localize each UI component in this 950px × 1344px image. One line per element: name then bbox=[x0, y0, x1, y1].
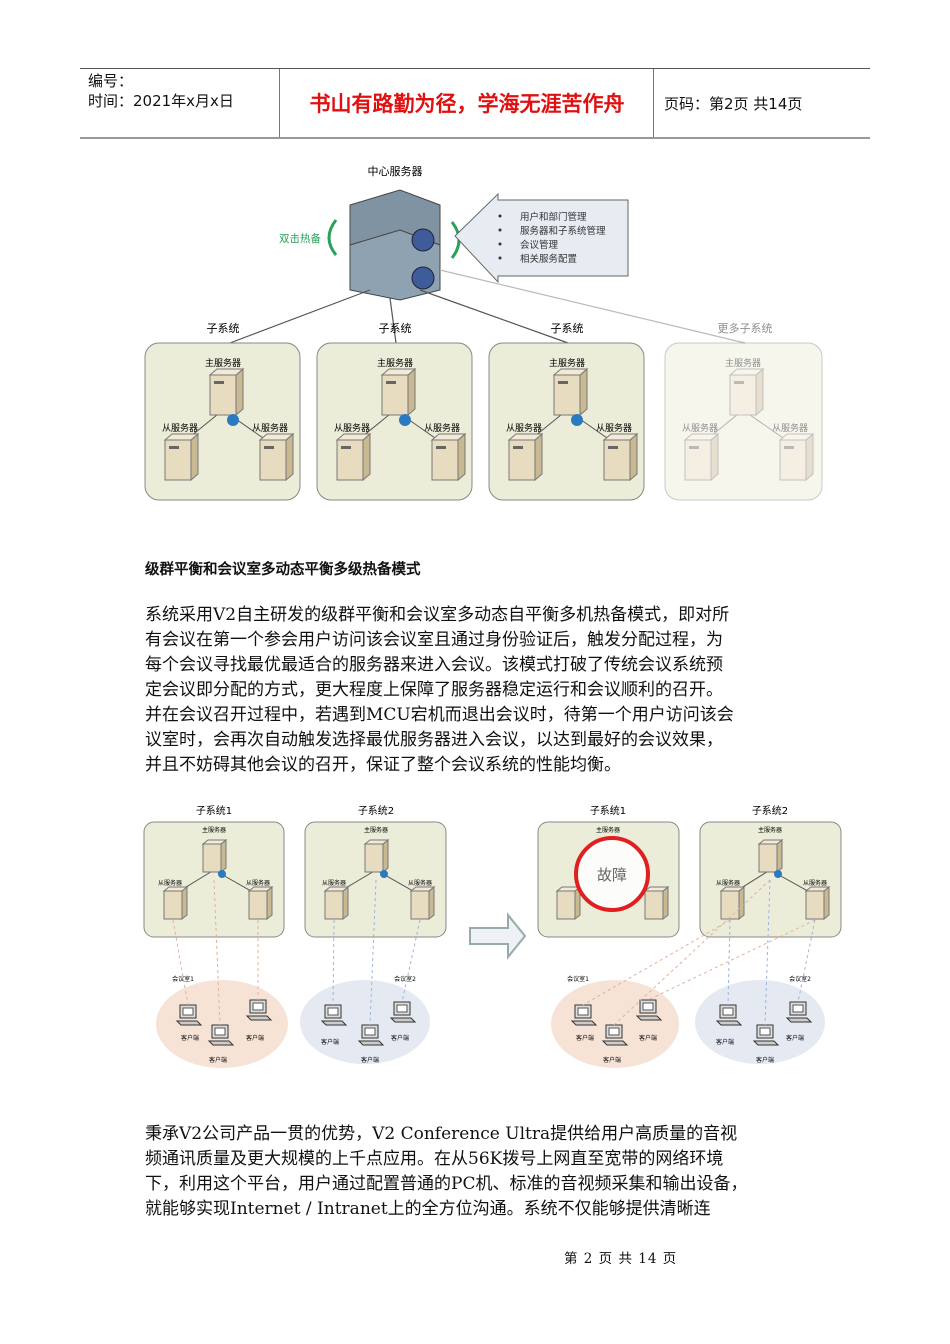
svg-text:客户端: 客户端 bbox=[391, 1034, 409, 1042]
svg-text:子系统2: 子系统2 bbox=[752, 804, 788, 817]
text-line: 每个会议寻找最优最适合的服务器来进入会议。该模式打破了传统会议系统预 bbox=[145, 655, 723, 675]
paragraph-2: 秉承V2公司产品一贯的优势，V2 Conference Ultra提供给用户高质… bbox=[145, 1122, 747, 1222]
subsystem-panel-d: 子系统2 主服务器 从服务器 从服务器 bbox=[699, 804, 842, 938]
text-line: 定会议即分配的方式，更大程度上保障了服务器稳定运行和会议顺利的召开。 bbox=[145, 680, 723, 700]
svg-text:会议室2: 会议室2 bbox=[394, 975, 416, 983]
svg-text:客户端: 客户端 bbox=[576, 1034, 594, 1042]
svg-text:从服务器: 从服务器 bbox=[506, 422, 542, 434]
section-heading: 级群平衡和会议室多动态平衡多级热备模式 bbox=[145, 562, 421, 578]
svg-text:客户端: 客户端 bbox=[209, 1056, 227, 1064]
svg-text:客户端: 客户端 bbox=[321, 1038, 339, 1046]
text-line: 并且不妨碍其他会议的召开，保证了整个会议系统的性能均衡。 bbox=[145, 755, 621, 775]
page-header: 编号： 时间：2021年x月x日 书山有路勤为径，学海无涯苦作舟 页码：第2页 … bbox=[80, 68, 870, 139]
subsystem-3: 子系统 主服务器 从服务器 从服务器 bbox=[488, 322, 645, 501]
svg-text:主服务器: 主服务器 bbox=[549, 357, 585, 369]
room-2b: 会议室2 客户端 客户端 客户端 bbox=[695, 975, 825, 1064]
svg-text:主服务器: 主服务器 bbox=[205, 357, 241, 369]
center-server-label: 中心服务器 bbox=[368, 165, 423, 178]
svg-text:客户端: 客户端 bbox=[246, 1034, 264, 1042]
cycle-arrow-icon bbox=[450, 221, 461, 259]
subsystem-1: 子系统 主服务器 从服务器 从服务器 bbox=[144, 322, 301, 501]
callout-list: 用户和部门管理 服务器和子系统管理 会议管理 相关服务配置 bbox=[498, 211, 606, 265]
text-line: 频通讯质量及更大规模的上千点应用。在从56K拨号上网直至宽带的网络环境 bbox=[145, 1149, 724, 1169]
motto: 书山有路勤为径，学海无涯苦作舟 bbox=[281, 69, 654, 137]
text-line: 议室时，会再次自动触发选择最优服务器进入会议，以达到最好的会议效果， bbox=[145, 730, 723, 750]
room-2a: 会议室2 客户端 客户端 客户端 bbox=[300, 975, 430, 1064]
subsystem-panel-a: 子系统1 主服务器 从服务器 从服务器 bbox=[143, 804, 285, 938]
callout-item: 用户和部门管理 bbox=[520, 211, 587, 223]
room-1a: 会议室1 客户端 客户端 客户端 bbox=[156, 975, 288, 1068]
room-1b: 会议室1 客户端 客户端 客户端 bbox=[551, 975, 679, 1068]
svg-text:子系统2: 子系统2 bbox=[358, 804, 394, 817]
svg-text:从服务器: 从服务器 bbox=[716, 879, 740, 887]
text-line: 下，利用这个平台，用户通过配置普通的PC机、标准的音视频采集和输出设备， bbox=[145, 1174, 748, 1194]
text-line: 系统采用V2自主研发的级群平衡和会议室多动态自平衡多机热备模式，即对所 bbox=[145, 605, 730, 625]
callout-item: 相关服务配置 bbox=[520, 253, 577, 265]
page-info: 页码：第2页 共14页 bbox=[664, 95, 803, 113]
svg-text:子系统1: 子系统1 bbox=[196, 804, 232, 817]
svg-text:主服务器: 主服务器 bbox=[596, 826, 620, 834]
time-label: 时间：2021年x月x日 bbox=[88, 92, 234, 110]
page-footer: 第 2 页 共 14 页 bbox=[564, 1251, 678, 1267]
number-label: 编号： bbox=[88, 72, 134, 90]
svg-text:子系统: 子系统 bbox=[207, 322, 240, 335]
svg-text:客户端: 客户端 bbox=[756, 1056, 774, 1064]
svg-text:主服务器: 主服务器 bbox=[377, 357, 413, 369]
callout-item: 服务器和子系统管理 bbox=[520, 225, 606, 237]
hot-standby-label: 双击热备 bbox=[279, 232, 321, 245]
svg-text:主服务器: 主服务器 bbox=[202, 826, 226, 834]
svg-text:主服务器: 主服务器 bbox=[725, 357, 761, 369]
text-line: 秉承V2公司产品一贯的优势，V2 Conference Ultra提供给用户高质… bbox=[145, 1124, 738, 1144]
subsystem-panel-b: 子系统2 主服务器 从服务器 从服务器 bbox=[304, 804, 447, 938]
svg-text:更多子系统: 更多子系统 bbox=[718, 321, 773, 335]
callout-arrow bbox=[454, 192, 629, 284]
svg-text:从服务器: 从服务器 bbox=[246, 879, 270, 887]
callout-item: 会议管理 bbox=[520, 239, 559, 251]
failover-diagram: 子系统1 主服务器 从服务器 从服务器 子系统2 主服务器 从服务器 从服务器 … bbox=[143, 804, 842, 1068]
text-line: 有会议在第一个参会用户访问该会议室且通过身份验证后，触发分配过程，为 bbox=[145, 630, 723, 650]
svg-text:从服务器: 从服务器 bbox=[322, 879, 346, 887]
text-line: 并在会议召开过程中，若遇到MCU宕机而退出会议时，待第一个用户访问该会 bbox=[145, 705, 734, 725]
subsystem-more: 更多子系统 主服务器 从服务器 从服务器 bbox=[664, 321, 823, 501]
subsystem-panel-c: 子系统1 主服务器 故障 bbox=[537, 804, 680, 938]
svg-text:子系统: 子系统 bbox=[551, 322, 584, 335]
svg-text:从服务器: 从服务器 bbox=[424, 422, 460, 434]
dashed-links bbox=[172, 879, 816, 1026]
svg-text:客户端: 客户端 bbox=[716, 1038, 734, 1046]
center-server-icon bbox=[349, 189, 441, 301]
text-line: 就能够实现Internet / Intranet上的全方位沟通。系统不仅能够提供… bbox=[145, 1199, 711, 1219]
svg-text:会议室1: 会议室1 bbox=[567, 975, 589, 983]
svg-text:客户端: 客户端 bbox=[181, 1034, 199, 1042]
cycle-arrow-icon bbox=[327, 219, 338, 256]
svg-text:从服务器: 从服务器 bbox=[158, 879, 182, 887]
svg-text:从服务器: 从服务器 bbox=[682, 422, 718, 434]
svg-text:子系统1: 子系统1 bbox=[590, 804, 626, 817]
svg-text:主服务器: 主服务器 bbox=[758, 826, 782, 834]
svg-text:客户端: 客户端 bbox=[639, 1034, 657, 1042]
subsystem-2: 子系统 主服务器 从服务器 从服务器 bbox=[316, 322, 473, 501]
transition-arrow-icon bbox=[469, 912, 527, 960]
svg-text:从服务器: 从服务器 bbox=[162, 422, 198, 434]
svg-text:从服务器: 从服务器 bbox=[772, 422, 808, 434]
svg-text:客户端: 客户端 bbox=[786, 1034, 804, 1042]
fault-marker bbox=[574, 836, 650, 912]
svg-text:从服务器: 从服务器 bbox=[334, 422, 370, 434]
svg-text:从服务器: 从服务器 bbox=[596, 422, 632, 434]
fault-label: 故障 bbox=[597, 866, 627, 884]
svg-text:客户端: 客户端 bbox=[361, 1056, 379, 1064]
svg-text:主服务器: 主服务器 bbox=[364, 826, 388, 834]
paragraph-1: 系统采用V2自主研发的级群平衡和会议室多动态自平衡多机热备模式，即对所 有会议在… bbox=[145, 603, 734, 778]
architecture-diagram: 中心服务器 双击热备 用户和部门管理 服务器和子系统管理 会议管理 相关服务配置… bbox=[144, 165, 823, 501]
svg-text:从服务器: 从服务器 bbox=[408, 879, 432, 887]
svg-text:会议室1: 会议室1 bbox=[172, 975, 194, 983]
svg-text:从服务器: 从服务器 bbox=[803, 879, 827, 887]
header-meta: 编号： 时间：2021年x月x日 bbox=[80, 69, 280, 137]
svg-text:会议室2: 会议室2 bbox=[789, 975, 811, 983]
svg-text:从服务器: 从服务器 bbox=[252, 422, 288, 434]
connection-lines bbox=[229, 269, 746, 344]
svg-text:客户端: 客户端 bbox=[603, 1056, 621, 1064]
svg-text:子系统: 子系统 bbox=[379, 322, 412, 335]
